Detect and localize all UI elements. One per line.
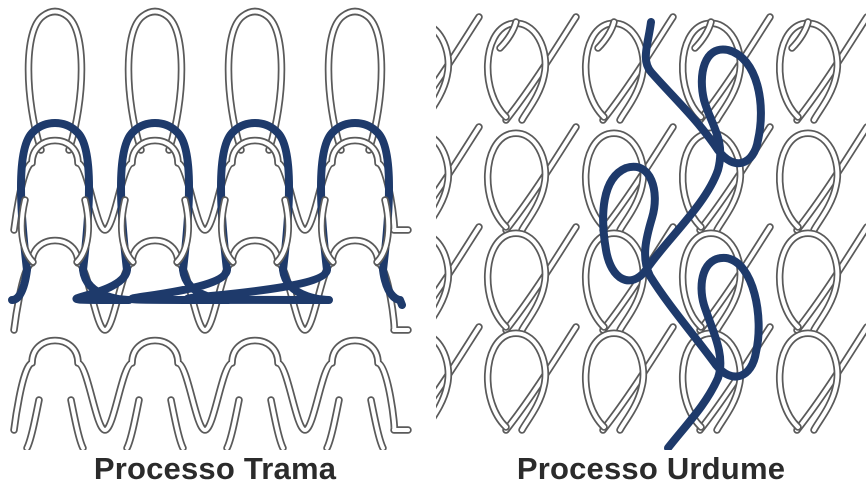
warp-diagonal-yarn bbox=[506, 17, 576, 120]
weft-bottom-leg bbox=[71, 400, 83, 448]
warp-knit-caption: Processo Urdume bbox=[436, 451, 866, 487]
warp-diagonal-yarn bbox=[506, 127, 576, 230]
weft-bottom-leg bbox=[271, 400, 283, 448]
warp-diagonal-yarn bbox=[797, 327, 866, 430]
warp-diagonal-yarn bbox=[436, 127, 479, 230]
weft-bottom-leg bbox=[227, 400, 239, 448]
weft-bottom-leg bbox=[327, 400, 339, 448]
warp-diagonal-yarn bbox=[506, 327, 576, 430]
warp-diagonal-yarn bbox=[506, 227, 576, 330]
warp-diagonal-yarn bbox=[436, 327, 479, 430]
warp-diagonal-yarn bbox=[797, 227, 866, 330]
warp-knit-illustration bbox=[436, 0, 866, 450]
weft-knit-caption: Processo Trama bbox=[0, 451, 430, 487]
warp-diagonal-yarn bbox=[436, 227, 479, 330]
warp-knit-panel: Processo Urdume bbox=[436, 0, 866, 490]
weft-bottom-leg bbox=[127, 400, 139, 448]
warp-diagonal-yarn bbox=[436, 17, 479, 120]
warp-diagonal-yarn bbox=[797, 127, 866, 230]
weft-white-course bbox=[14, 141, 408, 231]
weft-bottom-leg bbox=[371, 400, 383, 448]
weft-knit-illustration bbox=[0, 0, 430, 450]
weft-knit-panel: Processo Trama bbox=[0, 0, 430, 490]
weft-bottom-leg bbox=[27, 400, 39, 448]
warp-diagonal-yarn bbox=[603, 327, 673, 430]
weft-bottom-leg bbox=[171, 400, 183, 448]
